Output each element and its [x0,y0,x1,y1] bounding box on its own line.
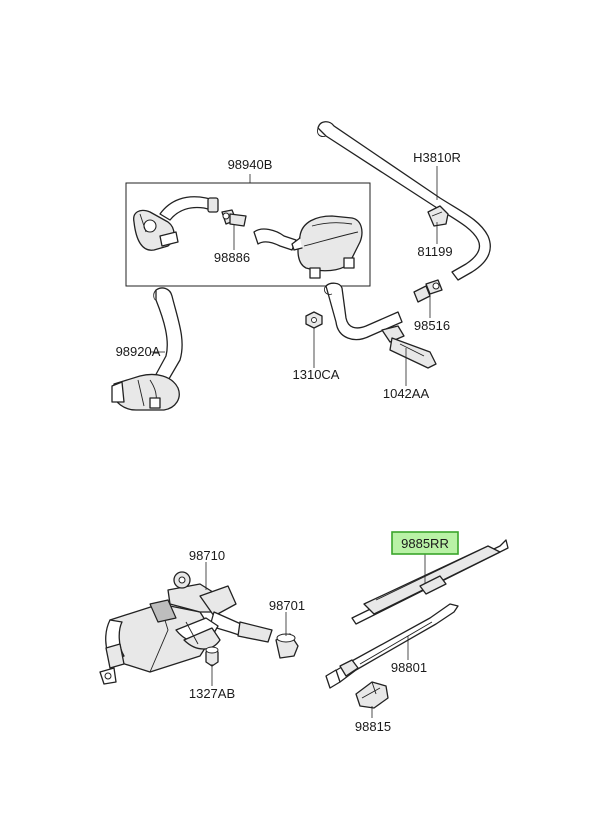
assembly-frame-98940b [125,182,371,287]
clip-81199[interactable] [427,205,449,227]
nut-1327ab[interactable] [205,646,219,667]
cap-98815[interactable] [355,681,389,709]
cap-98701[interactable] [275,633,299,659]
wiper-arm-98801[interactable] [325,603,459,689]
label-9885rr[interactable]: 9885RR [401,536,449,551]
label-1327ab: 1327AB [189,686,235,701]
connector-98886[interactable] [221,209,247,227]
wiper-blade-9885rr[interactable] [351,539,509,625]
connector-98516[interactable] [413,279,443,303]
label-98801: 98801 [391,660,427,675]
label-98710: 98710 [189,548,225,563]
label-98920a: 98920A [116,344,161,359]
hose-h3810r[interactable] [317,121,491,281]
nut-1310ca[interactable] [305,311,323,329]
washer-pump[interactable] [291,215,363,279]
label-81199: 81199 [417,244,452,259]
nozzle-98920a[interactable] [111,373,180,411]
label-98886: 98886 [214,250,250,265]
label-1310ca: 1310CA [293,367,340,382]
washer-nozzle-left[interactable] [133,209,179,251]
wiper-motor-98710[interactable] [99,571,273,685]
hose-lower-right[interactable] [323,282,403,341]
label-98815: 98815 [355,719,391,734]
label-1042aa: 1042AA [383,386,430,401]
nozzle-1042aa[interactable] [381,325,437,369]
label-98701: 98701 [269,598,305,613]
hose-inner-right[interactable] [253,228,297,251]
label-98516: 98516 [414,318,450,333]
label-98940b: 98940B [228,157,273,172]
hose-inner-left[interactable] [159,196,219,221]
label-h3810r: H3810R [413,150,461,165]
highlight-9885rr[interactable] [391,531,459,555]
hose-98920a[interactable] [153,287,183,385]
